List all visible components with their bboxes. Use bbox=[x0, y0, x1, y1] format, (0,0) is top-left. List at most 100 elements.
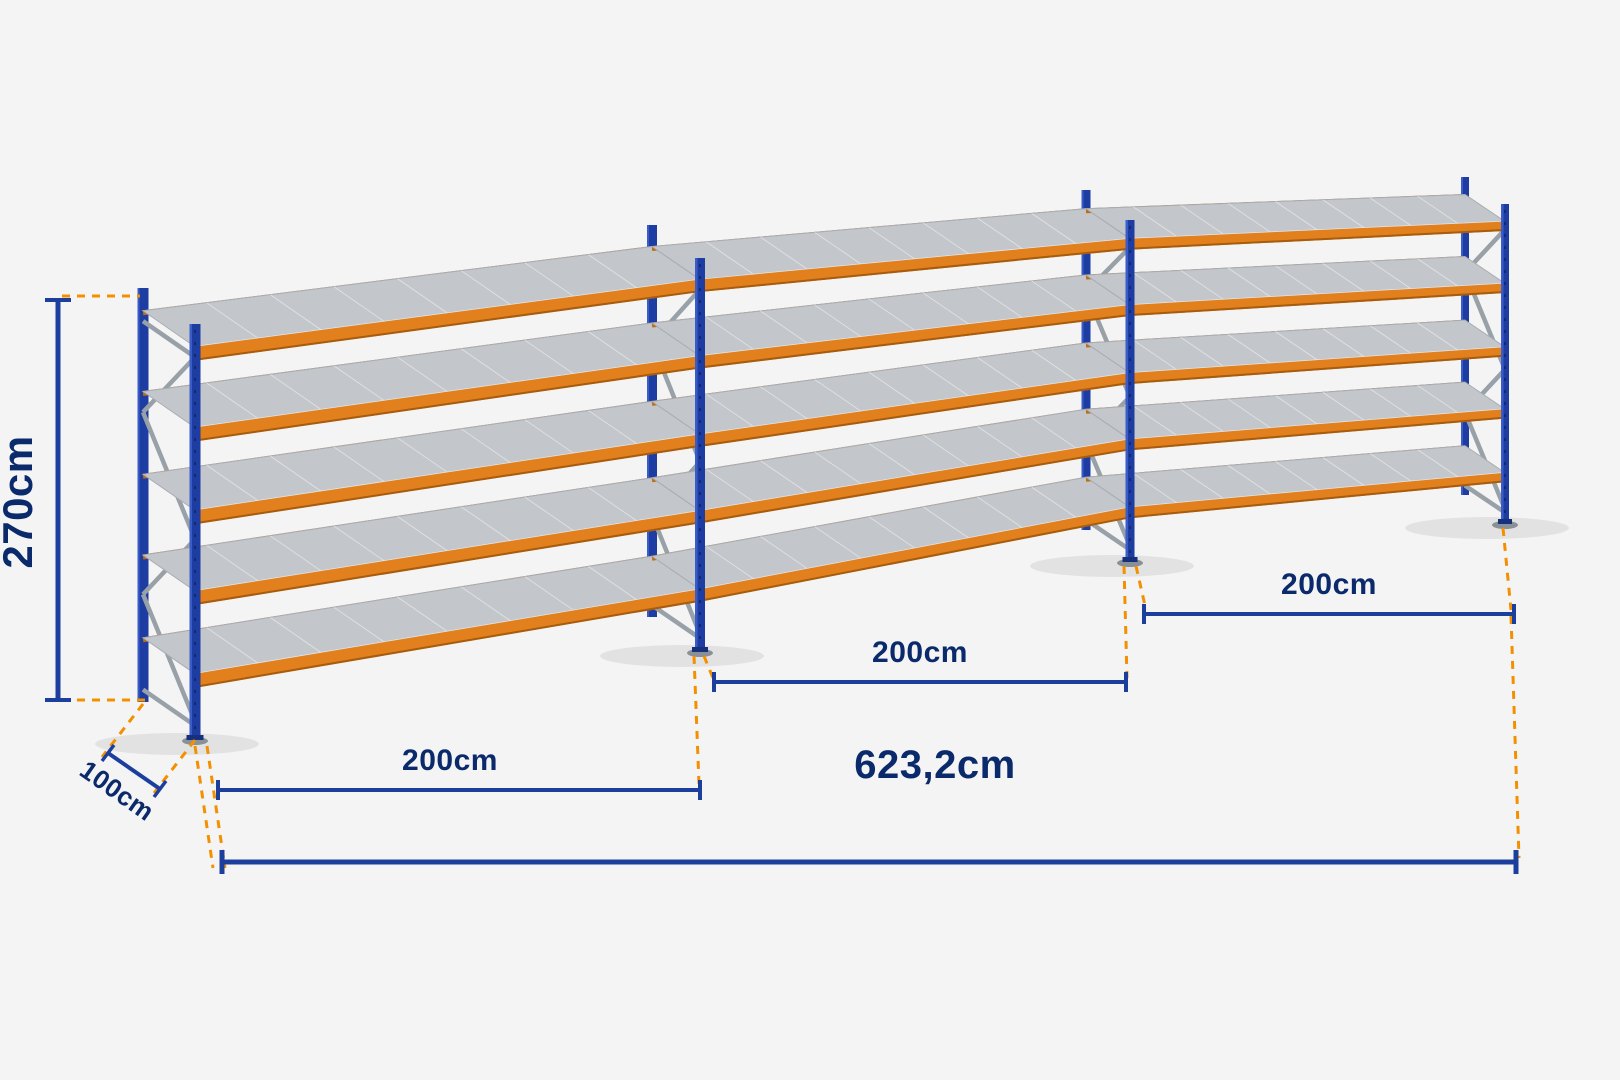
back-upright-highlight bbox=[137, 288, 140, 702]
upright-foot bbox=[1122, 557, 1138, 562]
shelf-panel-seam bbox=[588, 487, 638, 522]
shelf-panel-seam bbox=[1417, 385, 1459, 414]
shelf-panel-seam bbox=[333, 606, 385, 643]
depth-dim-cap-front bbox=[152, 779, 168, 799]
shelf-panel-seam bbox=[460, 348, 511, 384]
shelf-panel-seam bbox=[1031, 280, 1077, 312]
depth-dim-line bbox=[106, 751, 162, 791]
bay3-dimension: 200cm bbox=[1142, 568, 1516, 624]
shelf-panel-seam bbox=[524, 419, 575, 454]
shelf-panel-seam bbox=[1275, 331, 1318, 361]
shelf-panel-seam bbox=[1275, 461, 1318, 491]
shelf-panel-seam bbox=[1133, 206, 1178, 237]
depth-label: 100cm bbox=[74, 754, 160, 826]
shelf-panel-seam bbox=[1133, 339, 1178, 371]
post4-extension-a bbox=[1501, 527, 1513, 611]
shelf-panel-seam bbox=[868, 227, 916, 260]
shelf-front-beam-shadow bbox=[1129, 291, 1506, 316]
shelf-panel-seam bbox=[1322, 328, 1365, 358]
shelf-panel-seam bbox=[705, 316, 755, 351]
shelf-front-beam-shadow bbox=[1129, 416, 1506, 451]
shelf-panel-seam bbox=[977, 286, 1023, 319]
shelf-panel-seam bbox=[1031, 349, 1077, 382]
shelf-panel-seam bbox=[1031, 213, 1077, 245]
shelf-panel-seam bbox=[460, 586, 511, 622]
shelf-panel-seam bbox=[1227, 202, 1271, 233]
shelf-panel-seam bbox=[206, 302, 259, 339]
shelf-front-beam-shadow bbox=[194, 521, 701, 606]
shelf-panel-seam bbox=[1227, 398, 1271, 429]
depth-dim-cap-back bbox=[100, 743, 116, 763]
frame-diagonal-brace bbox=[141, 355, 197, 414]
shelf-panel-seam bbox=[760, 310, 808, 344]
shelf-panel-seam bbox=[814, 451, 862, 485]
upright-foot bbox=[1498, 519, 1512, 524]
shelf-panel-seam bbox=[397, 516, 448, 552]
shelf-front-beam-shadow bbox=[1129, 228, 1506, 250]
shelf-panel-seam bbox=[333, 365, 385, 402]
shelf-front-beam-shadow bbox=[1129, 354, 1506, 384]
shelf-panel-seam bbox=[1275, 395, 1318, 425]
floor-shadow bbox=[600, 645, 764, 667]
shelf-panel-seam bbox=[206, 627, 259, 664]
front-upright-highlight bbox=[1125, 220, 1128, 560]
shelf-panel-seam bbox=[206, 382, 259, 419]
shelf-panel-seam bbox=[460, 506, 511, 542]
shelf-panel-seam bbox=[333, 446, 385, 483]
bay1-label: 200cm bbox=[402, 744, 498, 777]
frame-horizontal-brace bbox=[141, 687, 197, 728]
shelf-panel-seam bbox=[524, 576, 575, 611]
shelf-panel-seam bbox=[868, 371, 916, 405]
shelf-panel-seam bbox=[705, 545, 755, 580]
shelf-panel-seam bbox=[1227, 333, 1271, 364]
bay2-label: 200cm bbox=[872, 636, 968, 669]
shelf-front-beam bbox=[1130, 347, 1505, 384]
floor-shadow bbox=[95, 733, 259, 755]
shelf-panel-seam bbox=[269, 294, 322, 331]
shelf-front-beam bbox=[195, 434, 700, 525]
shelf-panel-seam bbox=[1417, 258, 1459, 287]
floor-shadow bbox=[1030, 555, 1194, 577]
shelves bbox=[141, 193, 1507, 688]
extension-lines bbox=[62, 294, 1521, 869]
post1-left-extension-b bbox=[205, 745, 227, 869]
shelf-panel-seam bbox=[333, 286, 385, 322]
shelf-panel-seam bbox=[397, 278, 448, 314]
bay1-dimension: 200cm bbox=[216, 744, 702, 800]
upright-foot bbox=[692, 647, 708, 652]
shelf-panel-seam bbox=[588, 566, 638, 601]
shelf-panel-seam bbox=[922, 364, 970, 397]
shelf-panel-seam bbox=[1133, 405, 1178, 436]
shelf-panel-seam bbox=[588, 254, 638, 289]
shelf-panel-seam bbox=[1180, 402, 1225, 433]
shelf-panel-seam bbox=[1180, 336, 1225, 367]
front-upright-post bbox=[189, 324, 201, 738]
shelf-panel-seam bbox=[868, 298, 916, 331]
depth-front-extension bbox=[152, 739, 197, 794]
shelf-front-beam bbox=[1130, 283, 1505, 316]
shelf-front-beam-shadow bbox=[194, 444, 701, 525]
floor-shadow bbox=[1405, 517, 1569, 539]
height-label: 270cm bbox=[0, 435, 41, 568]
front-upright-post bbox=[1501, 204, 1509, 522]
shelf-panel-seam bbox=[868, 516, 916, 549]
shelf-front-beam bbox=[195, 279, 700, 361]
shelf-front-beam-shadow bbox=[194, 599, 701, 688]
front-upright-post bbox=[1125, 220, 1135, 560]
shelf-front-beam-shadow bbox=[1129, 480, 1506, 519]
shelf-front-beam-shadow bbox=[699, 314, 1131, 369]
frame-horizontal-brace bbox=[650, 603, 702, 641]
shelf-front-beam-shadow bbox=[699, 516, 1131, 602]
shelf-panel-seam bbox=[705, 468, 755, 503]
shelf-front-beam bbox=[700, 507, 1130, 602]
shelf-panel-seam bbox=[1275, 265, 1318, 295]
shelf-panel-seam bbox=[760, 536, 808, 570]
shelf-panel-seam bbox=[814, 379, 862, 412]
shelf-panel-seam bbox=[206, 544, 259, 582]
shelf-panel-seam bbox=[1322, 199, 1365, 229]
shelf-front-beam bbox=[700, 305, 1130, 369]
bay3-label: 200cm bbox=[1281, 568, 1377, 601]
shelf-panel-seam bbox=[1322, 391, 1365, 421]
